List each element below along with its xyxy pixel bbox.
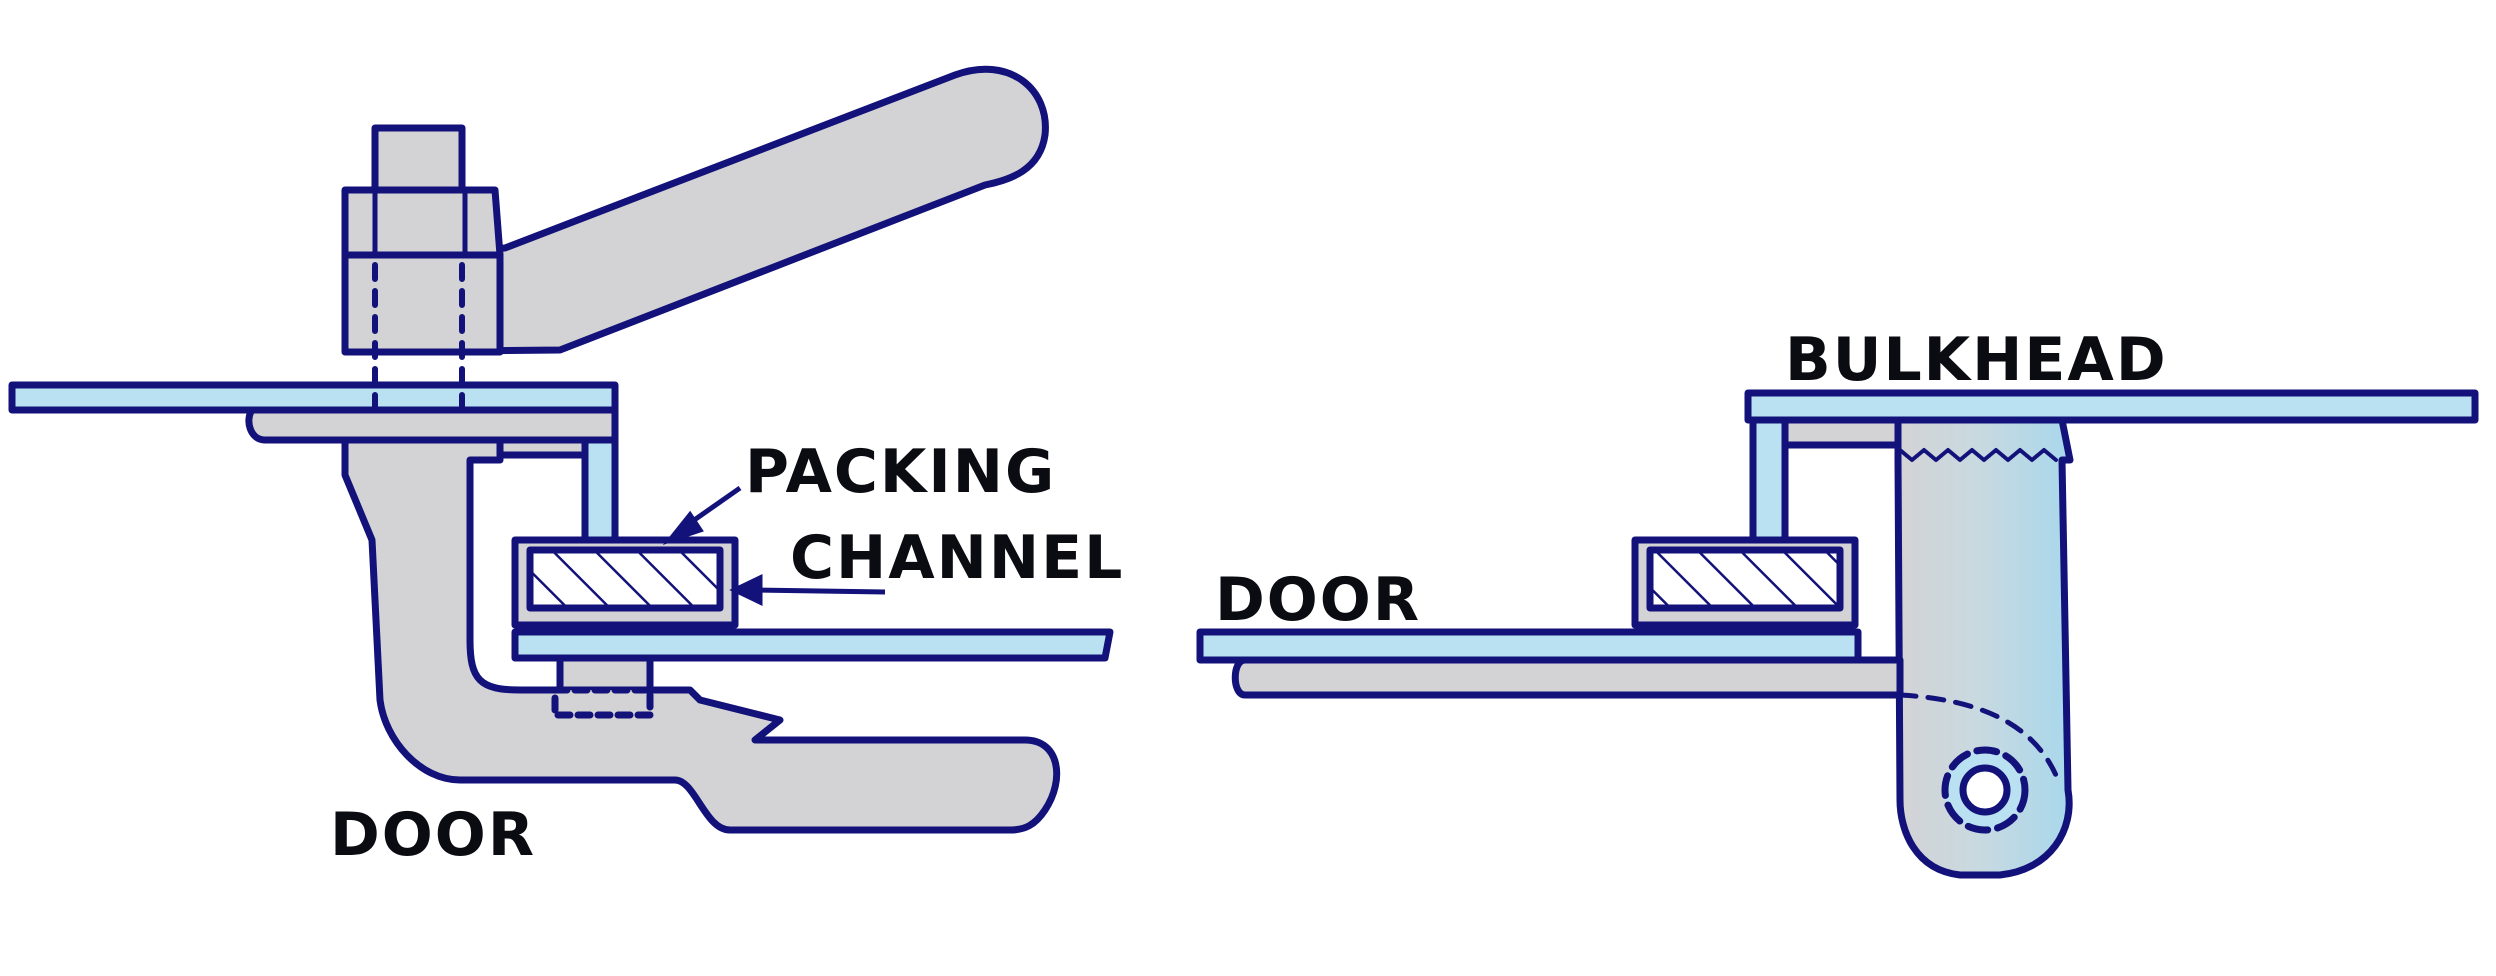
- left-clamp-assembly: [8, 65, 1114, 834]
- left-packing-hatch: [526, 546, 724, 612]
- right-packing-hatch: [1646, 546, 1844, 612]
- clamp-body: [341, 251, 504, 356]
- right-door-stiffener: [1231, 656, 1904, 699]
- channel-leader: [749, 587, 886, 595]
- channel-label: CHANNEL: [790, 523, 1124, 593]
- left-leader-lines: [662, 485, 886, 606]
- hinge-pin: [1959, 764, 2011, 816]
- right-bulkhead-plate: [1744, 389, 2479, 424]
- weld-seam: [1898, 448, 2058, 462]
- bulkhead-label: BULKHEAD: [1785, 325, 2168, 395]
- hex-nut: [341, 186, 504, 259]
- right-hinge-assembly: [1196, 389, 2479, 879]
- right-channel-bracket: [1749, 416, 1789, 549]
- clamp-lever-arm: [346, 65, 1049, 356]
- nut-cap: [371, 124, 466, 194]
- clamp-washer: [245, 406, 619, 444]
- hinge-swing-path: [1897, 692, 2063, 788]
- left-bulkhead-plate: [8, 381, 619, 414]
- lower-bolt-stub: [556, 654, 654, 694]
- right-door-plate: [1196, 628, 1862, 664]
- door-label-left: DOOR: [330, 800, 536, 870]
- hinge-arm: [1894, 416, 2074, 879]
- left-door-channel: [511, 628, 1114, 662]
- door-label-right: DOOR: [1215, 565, 1421, 635]
- door-hook-bar: [341, 436, 1061, 834]
- packing-label: PACKING: [745, 437, 1056, 507]
- channel-bracket: [581, 436, 619, 549]
